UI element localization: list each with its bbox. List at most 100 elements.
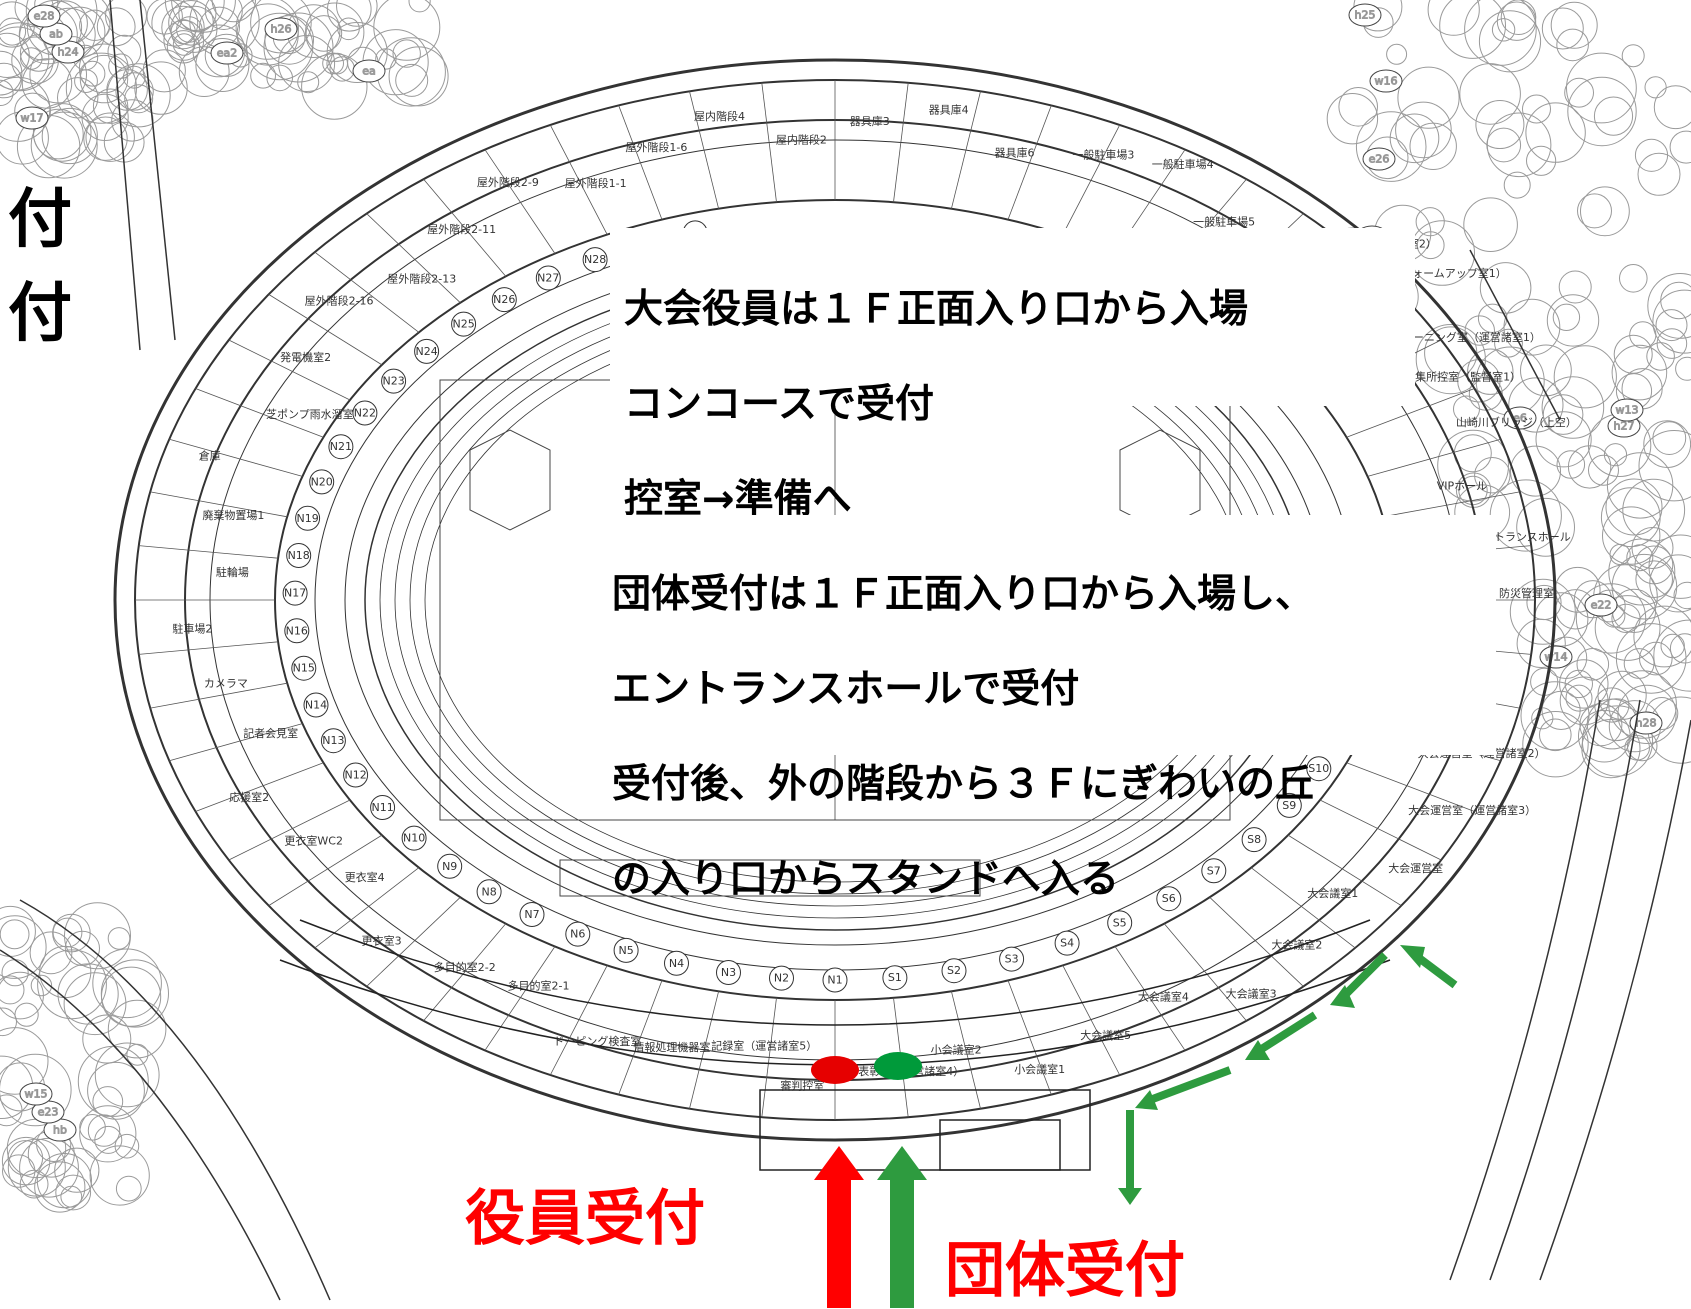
room-label: 小会議室2 — [931, 1042, 982, 1056]
room-label: 駐車場2 — [172, 621, 212, 635]
room-label: 一般駐車場4 — [1152, 157, 1214, 171]
svg-text:h25: h25 — [1355, 9, 1376, 22]
room-label: 屋外階段2-16 — [305, 293, 374, 307]
svg-text:N4: N4 — [669, 957, 684, 970]
note-line: 控室→準備へ — [624, 476, 852, 522]
landscape-trees: h25h24h26h27h28hbhcabeae6e22e23e26e28ea2… — [0, 0, 1691, 1213]
tree-tag: h24 — [51, 40, 85, 64]
svg-text:N16: N16 — [286, 624, 308, 637]
seat-block-n28: N28 — [582, 247, 608, 273]
svg-text:N7: N7 — [524, 908, 539, 921]
seat-block-n1: N1 — [822, 967, 848, 993]
svg-text:e26: e26 — [1369, 153, 1390, 166]
seat-block-s2: S2 — [941, 958, 967, 984]
room-label: ドーピング検査室 — [553, 1034, 641, 1048]
svg-text:N9: N9 — [442, 860, 457, 873]
seat-block-n6: N6 — [565, 921, 591, 947]
room-label: 屋外階段1-6 — [625, 140, 687, 154]
svg-text:w15: w15 — [25, 1088, 48, 1101]
seat-block-n7: N7 — [519, 902, 545, 927]
road-east — [1449, 249, 1691, 1281]
room-label: 器具庫6 — [995, 146, 1035, 160]
svg-text:h27: h27 — [1614, 420, 1635, 433]
tree-tag: w13 — [1610, 398, 1644, 422]
room-label: 器具庫3 — [850, 114, 890, 128]
svg-text:S8: S8 — [1247, 833, 1261, 846]
svg-text:S7: S7 — [1207, 864, 1221, 877]
seat-block-n19: N19 — [295, 505, 321, 531]
tree-tag: w14 — [1539, 645, 1573, 669]
seat-block-s7: S7 — [1201, 858, 1227, 884]
svg-text:N25: N25 — [452, 318, 474, 331]
seat-block-n27: N27 — [535, 265, 561, 291]
room-label: 更衣室WC2 — [284, 833, 343, 847]
seat-block-s3: S3 — [999, 946, 1025, 972]
room-label: 屋内階段2 — [776, 132, 827, 146]
room-label: 一般駐車場5 — [1193, 215, 1255, 229]
room-label: エントランスホール — [1472, 531, 1571, 544]
seat-block-n26: N26 — [491, 287, 517, 313]
seat-block-s6: S6 — [1156, 886, 1182, 912]
room-label: 大会議室5 — [1080, 1028, 1131, 1042]
svg-text:w17: w17 — [21, 112, 44, 125]
svg-text:N27: N27 — [537, 272, 559, 285]
officials-entry-arrow — [814, 1146, 864, 1308]
groups-route-arrows — [1126, 951, 1458, 1190]
room-label: 多目的室2-1 — [508, 979, 570, 993]
room-label: 山崎川ブリッジ（上空） — [1456, 415, 1577, 429]
room-label: 発電機室2 — [280, 350, 331, 364]
svg-text:N19: N19 — [296, 512, 318, 525]
svg-text:N2: N2 — [774, 972, 789, 985]
svg-text:ab: ab — [49, 28, 63, 41]
seat-block-n4: N4 — [664, 950, 689, 976]
svg-text:N6: N6 — [570, 928, 585, 941]
tree-tag: h25 — [1348, 3, 1382, 27]
room-label: 器具庫4 — [929, 103, 969, 117]
groups-instructions-note: 団体受付は１Ｆ正面入り口から入場し、 エントランスホールで受付 受付後、外の階段… — [598, 515, 1496, 902]
room-label: 大会運営室 — [1388, 861, 1443, 875]
svg-text:S5: S5 — [1113, 916, 1127, 929]
seat-block-n18: N18 — [286, 543, 312, 568]
room-label: 小会議室1 — [1014, 1062, 1065, 1076]
seat-block-s1: S1 — [882, 965, 908, 991]
svg-text:N17: N17 — [284, 587, 306, 600]
tree-tag: e23 — [31, 1100, 65, 1124]
tree-tag: w16 — [1369, 69, 1403, 93]
svg-text:N12: N12 — [344, 769, 366, 782]
seat-block-s4: S4 — [1054, 930, 1080, 956]
note-line: 受付後、外の階段から３Ｆにぎわいの丘 — [612, 761, 1315, 807]
road-west — [0, 0, 331, 1301]
room-label: 招集所控室（監督室1） — [1404, 369, 1521, 383]
note-line: の入り口からスタンドへ入る — [612, 857, 1120, 903]
svg-text:S10: S10 — [1308, 762, 1329, 775]
note-line: 大会役員は１Ｆ正面入り口から入場 — [624, 286, 1249, 332]
svg-text:ea2: ea2 — [217, 47, 238, 60]
svg-text:N24: N24 — [415, 345, 437, 358]
svg-text:N22: N22 — [354, 407, 376, 420]
groups-entry-arrow — [877, 1146, 927, 1308]
room-label: 屋外階段2-13 — [387, 272, 456, 286]
svg-text:N11: N11 — [371, 801, 393, 814]
tree-tag: e28 — [27, 4, 61, 28]
seat-block-n25: N25 — [451, 311, 477, 337]
room-label: カメラマ — [204, 677, 248, 690]
room-label: 大会議室2 — [1271, 937, 1322, 951]
seat-block-n8: N8 — [476, 879, 502, 905]
svg-text:S9: S9 — [1282, 799, 1296, 812]
svg-text:N1: N1 — [827, 974, 842, 987]
svg-text:e22: e22 — [1591, 599, 1612, 612]
side-cropped-character: 付 — [8, 277, 72, 351]
seat-block-s10: S10 — [1306, 756, 1332, 782]
room-label: 多目的室2-2 — [434, 960, 496, 974]
svg-text:S4: S4 — [1060, 937, 1074, 950]
seat-block-n5: N5 — [613, 937, 639, 963]
seat-block-n12: N12 — [343, 762, 369, 788]
tree-tag: e6 — [1503, 406, 1537, 430]
note-line: エントランスホールで受付 — [612, 666, 1080, 712]
svg-text:S6: S6 — [1162, 892, 1176, 905]
svg-text:S2: S2 — [947, 964, 961, 977]
tree-tag: h26 — [264, 17, 298, 41]
svg-text:h28: h28 — [1636, 717, 1657, 730]
seat-block-n9: N9 — [437, 853, 463, 879]
svg-text:w13: w13 — [1616, 404, 1639, 417]
